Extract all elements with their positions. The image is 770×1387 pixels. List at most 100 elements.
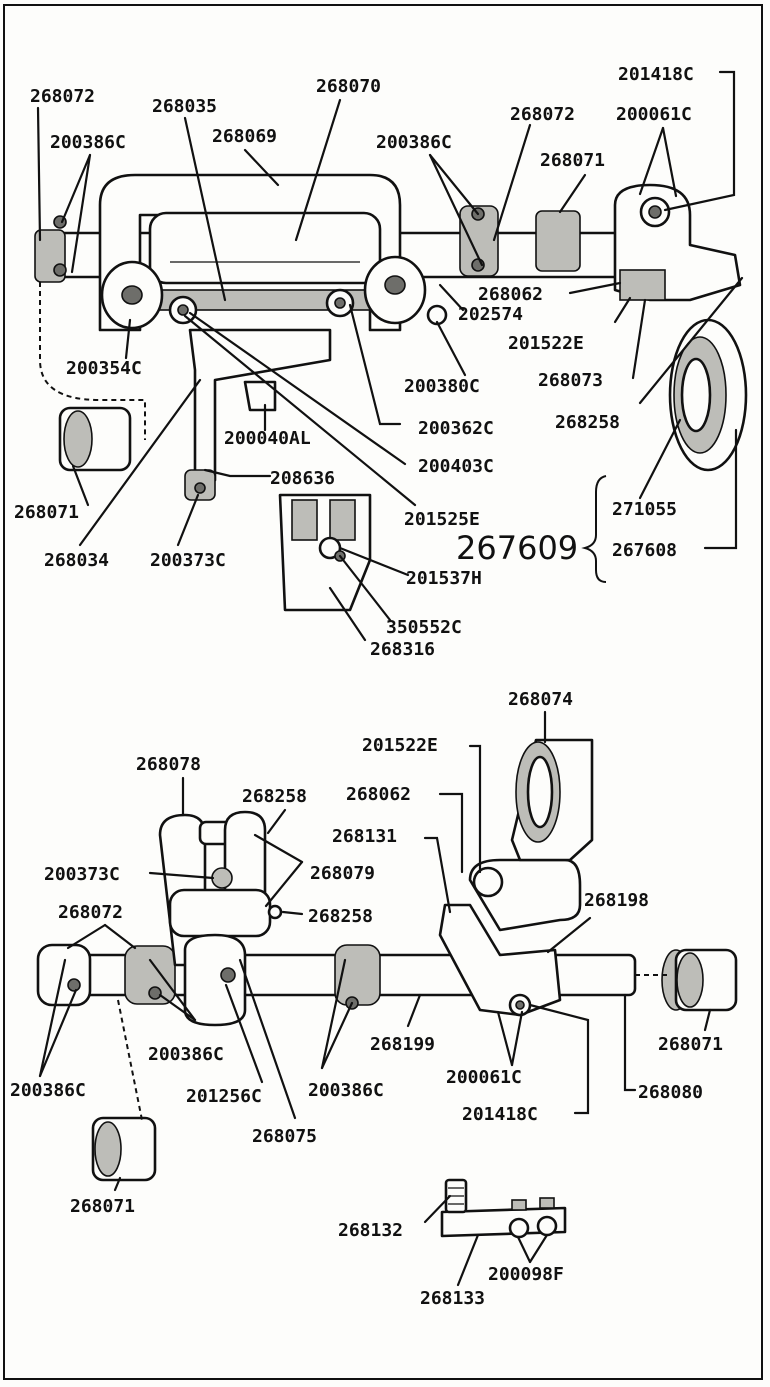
leader-200386C-b1 <box>428 153 480 216</box>
arm-clamp-hole <box>194 482 206 494</box>
label-268072-a: 268072 <box>30 86 95 107</box>
leader-268080 <box>623 993 637 1092</box>
label-268133: 268133 <box>420 1288 485 1309</box>
label-200098F: 200098F <box>488 1264 564 1285</box>
upper-leader-lines <box>36 70 744 642</box>
label-268075: 268075 <box>252 1126 317 1147</box>
leader-268258-b <box>266 808 287 835</box>
clamp-screw-201256C <box>220 967 236 983</box>
link-pin-lower-268079 <box>168 888 272 938</box>
label-267609: 267609 <box>456 529 578 567</box>
diagram-border <box>3 4 763 1380</box>
label-200061C-a: 200061C <box>616 104 692 125</box>
label-201256C: 201256C <box>186 1086 262 1107</box>
label-268074: 268074 <box>508 689 573 710</box>
label-268071-c: 268071 <box>658 1034 723 1055</box>
label-268198: 268198 <box>584 890 649 911</box>
leader-268070 <box>294 98 342 242</box>
leader-268133 <box>456 1233 480 1287</box>
leader-268131 <box>423 836 452 914</box>
clamp-268075 <box>183 933 247 1027</box>
label-268258-a: 268258 <box>555 412 620 433</box>
upper-shaft-assembly <box>34 173 748 612</box>
label-200354C: 200354C <box>66 358 142 379</box>
leader-200362C <box>348 303 402 426</box>
dashed-guide-top <box>39 282 146 440</box>
leader-200354C <box>124 318 132 360</box>
link-screw-200373C <box>211 867 233 889</box>
leader-201537H <box>338 546 410 577</box>
label-268071-b: 268071 <box>14 502 79 523</box>
leader-268079-a <box>253 833 304 864</box>
leader-201522E-b <box>468 744 482 874</box>
cylinder-268070 <box>148 211 382 285</box>
leader-268072-c2 <box>103 923 137 950</box>
collar-268072-left <box>36 943 92 1007</box>
roller-bore <box>526 755 554 829</box>
leader-268071-c <box>703 1008 712 1032</box>
collar-screw-c <box>67 978 81 992</box>
label-201537H: 201537H <box>406 568 482 589</box>
collar-268072-right <box>459 205 499 277</box>
leader-208636 <box>203 468 272 478</box>
screw-200098F-b <box>536 1215 558 1237</box>
label-268080: 268080 <box>638 1082 703 1103</box>
label-268071-a: 268071 <box>540 150 605 171</box>
label-200386C-a: 200386C <box>50 132 126 153</box>
label-200373C-b: 200373C <box>44 864 120 885</box>
leader-268258-c <box>281 910 304 916</box>
leader-200386C-a2 <box>70 153 92 274</box>
label-268258-c: 268258 <box>308 906 373 927</box>
right-bushing-hole <box>384 275 406 295</box>
leader-200386C-e1 <box>320 958 347 1070</box>
leader-200386C-e2 <box>320 1001 354 1070</box>
label-201418C-a: 201418C <box>618 64 694 85</box>
leader-200061C-a2 <box>661 126 678 198</box>
label-268199: 268199 <box>370 1034 435 1055</box>
label-268072-b: 268072 <box>510 104 575 125</box>
bearing-lower-needles <box>94 1121 122 1177</box>
label-268071-d: 268071 <box>70 1196 135 1217</box>
leader-202574 <box>438 283 465 312</box>
label-202574: 202574 <box>458 304 523 325</box>
label-268078: 268078 <box>136 754 201 775</box>
label-268034: 268034 <box>44 550 109 571</box>
bracket-post-a <box>511 1199 527 1211</box>
label-201522E-a: 201522E <box>508 333 584 354</box>
label-268062-b: 268062 <box>346 784 411 805</box>
leader-201418C-a <box>663 70 736 212</box>
loose-bearing-needles <box>63 410 93 468</box>
label-201522E-b: 201522E <box>362 735 438 756</box>
screw-slot-b <box>515 1000 525 1010</box>
label-200373C-a: 200373C <box>150 550 226 571</box>
leader-200380C <box>435 320 467 377</box>
clamp-screw-left-slot <box>177 304 189 316</box>
label-268073: 268073 <box>538 370 603 391</box>
leader-268069 <box>243 148 280 187</box>
bracket-post-b <box>539 1197 555 1209</box>
label-200362C: 200362C <box>418 418 494 439</box>
label-267608: 267608 <box>612 540 677 561</box>
leader-268072-a <box>36 106 42 242</box>
leader-268075 <box>238 958 297 1120</box>
leader-268072-b <box>492 123 532 242</box>
leader-268071-b <box>71 464 90 507</box>
leader-200386C-c1 <box>148 958 197 1022</box>
label-200040AL: 200040AL <box>224 428 311 449</box>
label-201525E: 201525E <box>404 509 480 530</box>
left-bushing-hole <box>121 285 143 305</box>
lower-shaft-assembly <box>36 738 738 1239</box>
leader-200098F-b <box>528 1233 549 1264</box>
collar-268072-second <box>124 945 176 1005</box>
leader-200061C-a1 <box>638 126 665 196</box>
label-200403C: 200403C <box>418 456 494 477</box>
clamp-screw-right-slot <box>334 297 346 309</box>
collar-screw-bottom <box>53 263 67 277</box>
label-268258-b: 268258 <box>242 786 307 807</box>
leader-200403C <box>188 311 407 466</box>
leader-200386C-b2 <box>428 153 484 267</box>
leader-268035 <box>183 116 227 302</box>
label-200386C-e: 200386C <box>308 1080 384 1101</box>
cotter-268258 <box>267 904 283 920</box>
block-tab-left <box>291 499 318 541</box>
